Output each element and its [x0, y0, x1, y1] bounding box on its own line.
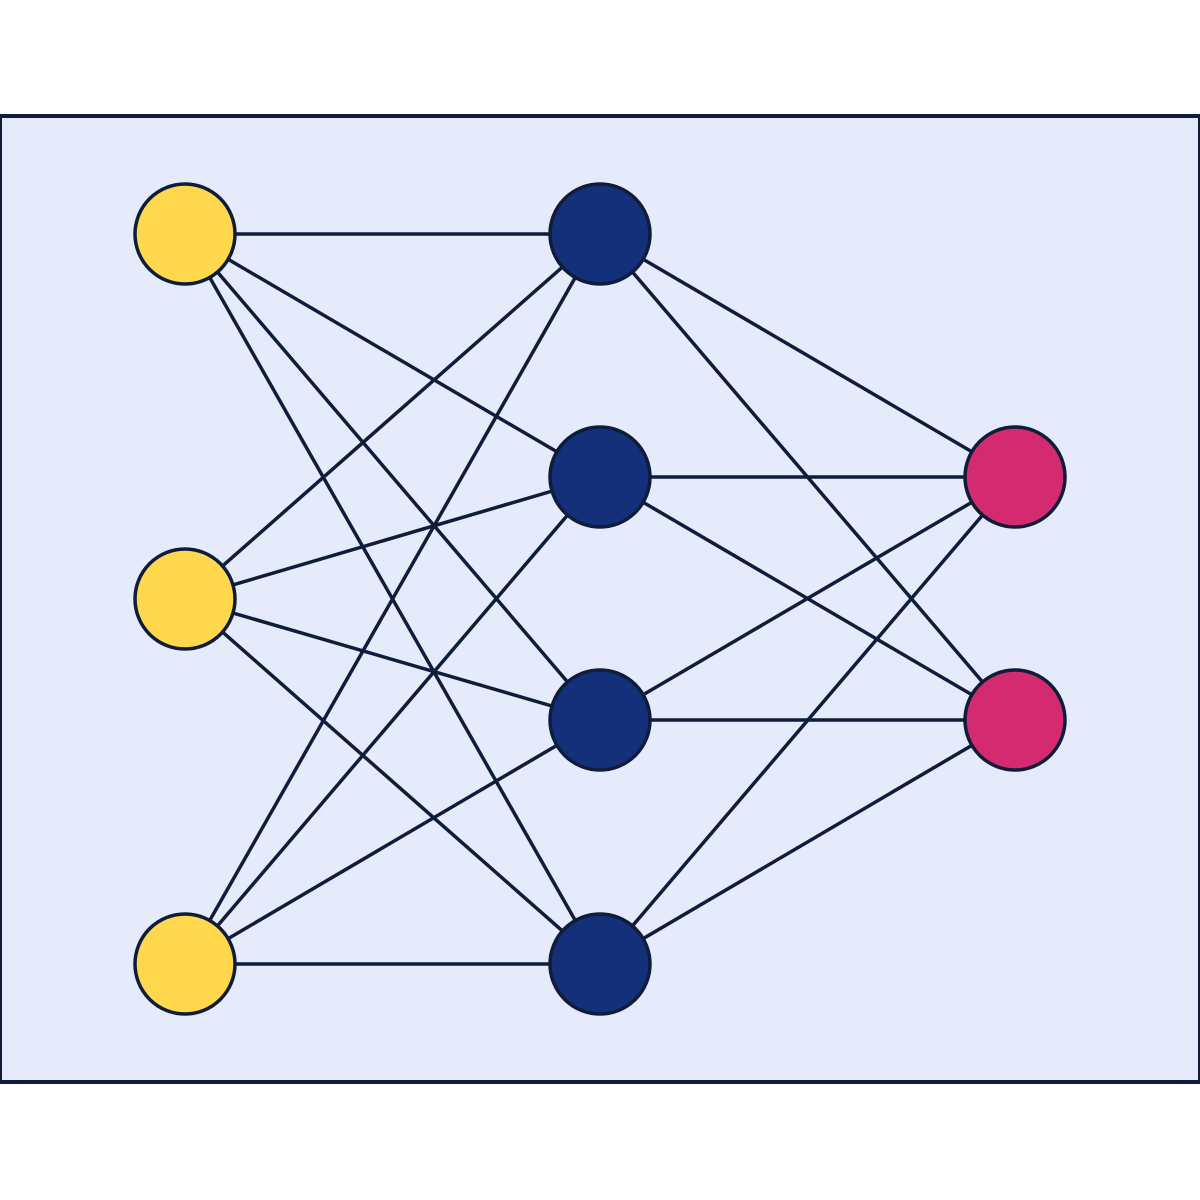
- output-node-2: [963, 668, 1067, 772]
- connection-input3-hidden2: [183, 475, 602, 966]
- connection-input2-hidden4: [183, 597, 602, 966]
- input-node-1: [133, 182, 237, 286]
- connection-input1-hidden3: [183, 232, 602, 722]
- connection-input2-hidden1: [183, 232, 602, 601]
- input-node-3: [133, 912, 237, 1016]
- connection-hidden4-output2: [599, 718, 1016, 966]
- network-nodes: [133, 182, 1067, 1016]
- connection-input3-hidden1: [183, 233, 602, 965]
- connection-hidden4-output1: [598, 475, 1017, 966]
- connection-input2-hidden2: [184, 475, 601, 601]
- hidden-node-1: [548, 182, 652, 286]
- connection-input2-hidden3: [184, 597, 601, 722]
- hidden-node-4: [548, 912, 652, 1016]
- connection-lines: [183, 232, 1017, 966]
- output-node-1: [963, 425, 1067, 529]
- connection-input3-hidden3: [184, 718, 601, 966]
- hidden-node-3: [548, 668, 652, 772]
- connection-input1-hidden2: [184, 232, 601, 479]
- connection-hidden3-output1: [599, 475, 1016, 722]
- input-node-2: [133, 547, 237, 651]
- hidden-node-2: [548, 425, 652, 529]
- connection-hidden1-output1: [599, 232, 1016, 479]
